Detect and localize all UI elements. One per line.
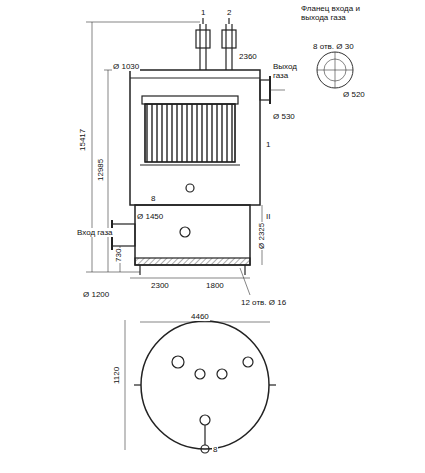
dimension-label: Ø 530 xyxy=(272,112,296,121)
dimension-label: 1 xyxy=(200,8,206,17)
dimension-label: II xyxy=(265,212,271,221)
dimension-label: 1 xyxy=(265,140,271,149)
dimension-label: 2360 xyxy=(238,52,258,61)
dimension-label: 1120 xyxy=(112,365,121,384)
dimension-label: Фланец входа и выхода газа xyxy=(300,4,382,22)
dimension-label: Ø 1450 xyxy=(136,212,164,221)
dimension-label: 4460 xyxy=(190,312,210,321)
dimension-label: 2 xyxy=(226,8,232,17)
dimension-label: 8 xyxy=(150,194,156,203)
dimension-label: Вход газа xyxy=(76,228,114,237)
dimension-label: 8 xyxy=(212,445,218,454)
dimension-label: Выход газа xyxy=(272,62,314,80)
dimension-label: Ø 1030 xyxy=(112,62,140,71)
dimension-label: Ø 1200 xyxy=(82,290,110,299)
dimension-label: Ø 2325 xyxy=(257,222,266,250)
dimension-label: 15417 xyxy=(78,128,87,152)
dimension-label: 12 отв. Ø 16 xyxy=(240,298,287,307)
dimension-label: 2300 xyxy=(150,281,170,290)
dimension-label: 8 отв. Ø 30 xyxy=(312,42,355,51)
dimension-label: 1800 xyxy=(205,281,225,290)
dimension-label: Ø 520 xyxy=(342,90,366,99)
dimension-label: 730 xyxy=(114,247,123,262)
dimension-label: 12985 xyxy=(96,158,105,182)
